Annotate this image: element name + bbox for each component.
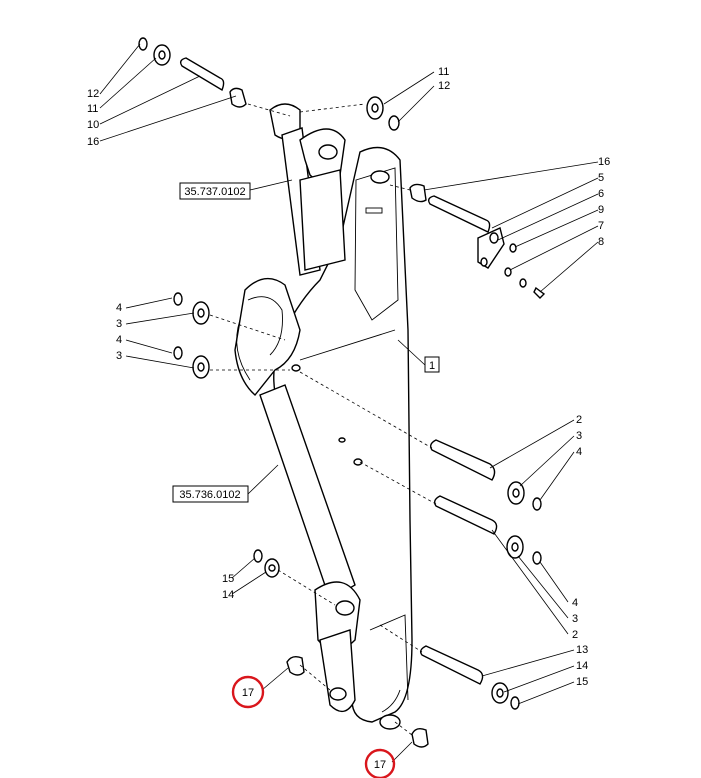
callout-l-4b: 4 [116, 334, 122, 346]
hardware [138, 37, 546, 748]
callout-labels: 12 11 10 16 11 12 16 5 6 9 7 8 4 3 4 3 2… [87, 66, 610, 688]
callout-br-15: 15 [576, 676, 588, 688]
highlight-callout-17-left: 17 [231, 675, 265, 709]
callout-bl-14: 14 [222, 589, 234, 601]
callout-tl-12: 12 [87, 88, 99, 100]
ref-box-main-part: 1 [424, 356, 440, 373]
arm-cylinder [234, 277, 361, 713]
callout-r-8: 8 [598, 236, 604, 248]
svg-text:35.737.0102: 35.737.0102 [184, 186, 245, 198]
svg-text:17: 17 [374, 759, 386, 771]
svg-text:35.736.0102: 35.736.0102 [179, 489, 240, 501]
callout-br-14: 14 [576, 660, 588, 672]
callout-bl-15: 15 [222, 573, 234, 585]
highlight-callout-17-right: 17 [364, 748, 396, 778]
callout-l-3a: 3 [116, 318, 122, 330]
callout-br-13: 13 [576, 644, 588, 656]
ref-box-boom-cylinder: 35.737.0102 [179, 182, 251, 200]
callout-l-4a: 4 [116, 302, 122, 314]
leader-lines [99, 43, 599, 763]
callout-tr-11: 11 [438, 66, 449, 78]
callout-b-4: 4 [572, 597, 578, 609]
callout-r-5: 5 [598, 172, 604, 184]
callout-tl-16: 16 [87, 136, 99, 148]
callout-m-4: 4 [576, 446, 582, 458]
callout-b-3: 3 [572, 613, 578, 625]
callout-tl-10: 10 [87, 119, 99, 131]
callout-r-7: 7 [598, 220, 604, 232]
callout-m-2: 2 [576, 414, 582, 426]
callout-l-3b: 3 [116, 350, 122, 362]
svg-text:1: 1 [429, 360, 435, 372]
ref-box-arm-cylinder: 35.736.0102 [172, 485, 249, 503]
callout-b-2: 2 [572, 629, 578, 641]
callout-m-3: 3 [576, 430, 582, 442]
alignment-lines [209, 103, 437, 736]
callout-r-6: 6 [598, 188, 604, 200]
callout-tl-11: 11 [87, 103, 98, 115]
callout-r-16: 16 [598, 156, 610, 168]
boom-cylinder [269, 103, 346, 276]
callout-tr-12: 12 [438, 80, 450, 92]
svg-text:17: 17 [242, 687, 254, 699]
callout-r-9: 9 [598, 204, 604, 216]
